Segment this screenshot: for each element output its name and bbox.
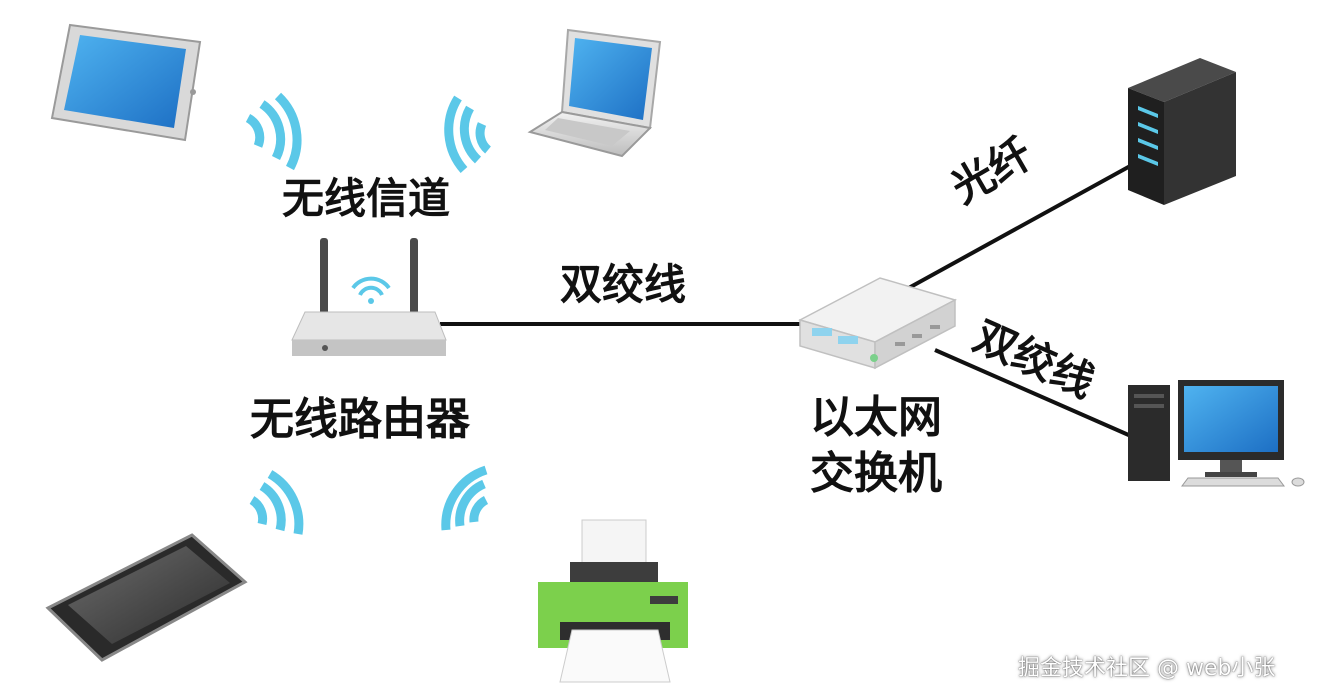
wifi-signal-icon-top-right [444,95,492,173]
switch-server-fiber [904,163,1133,292]
switch-icon [798,277,957,370]
wifi-signal-icon-top-left [245,92,302,171]
wireless-router-label: 无线路由器 [250,394,470,445]
router-icon [291,238,447,356]
switch-pc-cable [934,348,1141,442]
desktop-pc-icon [1128,380,1305,487]
ethernet-switch-label-line1: 以太网 [810,392,942,443]
tablet-icon [50,23,202,142]
printer-icon [538,519,688,683]
wifi-signal-icon-bottom-left [249,470,304,535]
laptop-icon [527,28,662,158]
wireless-channel-label: 无线信道 [282,174,451,223]
smartphone-icon [45,533,248,662]
twisted-pair-top-label: 双绞线 [560,260,687,309]
watermark: 掘金技术社区 @ web小张 [1018,656,1276,681]
router-wifi-icon [351,276,391,304]
wifi-signal-icon-bottom-right [441,465,489,531]
connection-lines [440,163,1141,442]
server-icon [1128,58,1236,205]
ethernet-switch-label-line2: 交换机 [810,448,942,499]
